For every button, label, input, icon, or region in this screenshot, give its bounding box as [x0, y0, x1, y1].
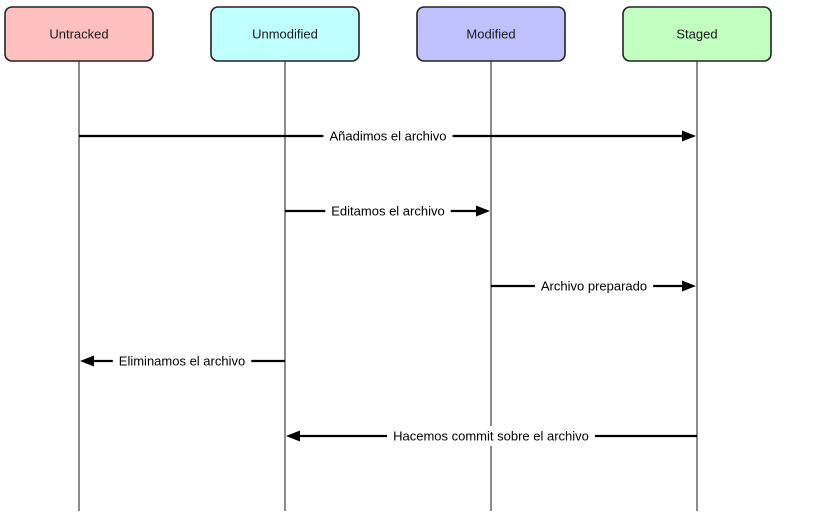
participant-box: [4, 6, 154, 62]
participant-box: [210, 6, 360, 62]
message-label-background: [325, 201, 451, 221]
message-label-background: [323, 126, 453, 146]
message-label: Añadimos el archivo: [329, 129, 446, 144]
message-2: Editamos el archivo: [285, 201, 490, 221]
arrowhead-icon: [80, 355, 94, 367]
arrowhead-icon: [286, 430, 300, 442]
participant-label: Modified: [466, 27, 515, 42]
participant-box: [622, 6, 772, 62]
message-label-background: [387, 426, 595, 446]
message-3: Archivo preparado: [491, 276, 696, 296]
participant-staged: Staged: [622, 6, 772, 62]
message-label-background: [112, 351, 252, 371]
participant-modified: Modified: [416, 6, 566, 62]
message-1: Añadimos el archivo: [79, 126, 696, 146]
message-label-background: [534, 276, 654, 296]
arrowhead-icon: [682, 280, 696, 292]
message-label: Eliminamos el archivo: [119, 354, 245, 369]
participant-unmodified: Unmodified: [210, 6, 360, 62]
participant-label: Staged: [676, 27, 717, 42]
message-label: Archivo preparado: [541, 279, 647, 294]
message-label: Hacemos commit sobre el archivo: [393, 429, 589, 444]
arrowhead-icon: [476, 205, 490, 217]
participants: Untracked Unmodified Modified Staged: [4, 6, 772, 62]
arrowhead-icon: [682, 130, 696, 142]
participant-untracked: Untracked: [4, 6, 154, 62]
message-5: Hacemos commit sobre el archivo: [286, 426, 697, 446]
message-4: Eliminamos el archivo: [80, 351, 285, 371]
participant-label: Untracked: [49, 27, 108, 42]
participant-box: [416, 6, 566, 62]
message-label: Editamos el archivo: [331, 204, 444, 219]
participant-label: Unmodified: [252, 27, 318, 42]
